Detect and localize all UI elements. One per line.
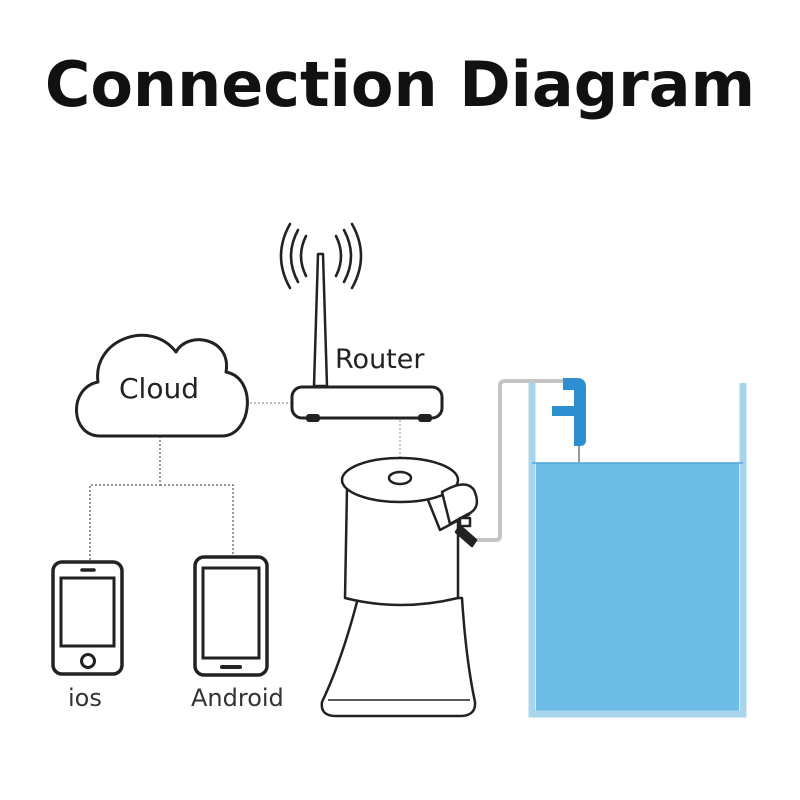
android-phone-icon bbox=[193, 555, 269, 677]
cloud-phones-connector bbox=[89, 436, 161, 565]
water-dispenser-icon bbox=[320, 456, 479, 718]
cloud-android-connector bbox=[160, 484, 234, 560]
water-level-sensor-icon bbox=[476, 378, 586, 542]
cloud-label: Cloud bbox=[119, 372, 199, 405]
ios-label: ios bbox=[68, 684, 102, 712]
diagram-title: Connection Diagram bbox=[44, 48, 756, 121]
router-antenna bbox=[312, 252, 329, 388]
cloud-icon bbox=[75, 333, 249, 438]
router-icon bbox=[279, 222, 444, 422]
iphone-icon bbox=[51, 560, 124, 676]
router-label: Router bbox=[335, 344, 425, 375]
connectors bbox=[89, 402, 401, 565]
water-tank-icon bbox=[528, 383, 747, 718]
wifi-signal-icon bbox=[279, 222, 363, 290]
android-label: Android bbox=[191, 684, 284, 712]
